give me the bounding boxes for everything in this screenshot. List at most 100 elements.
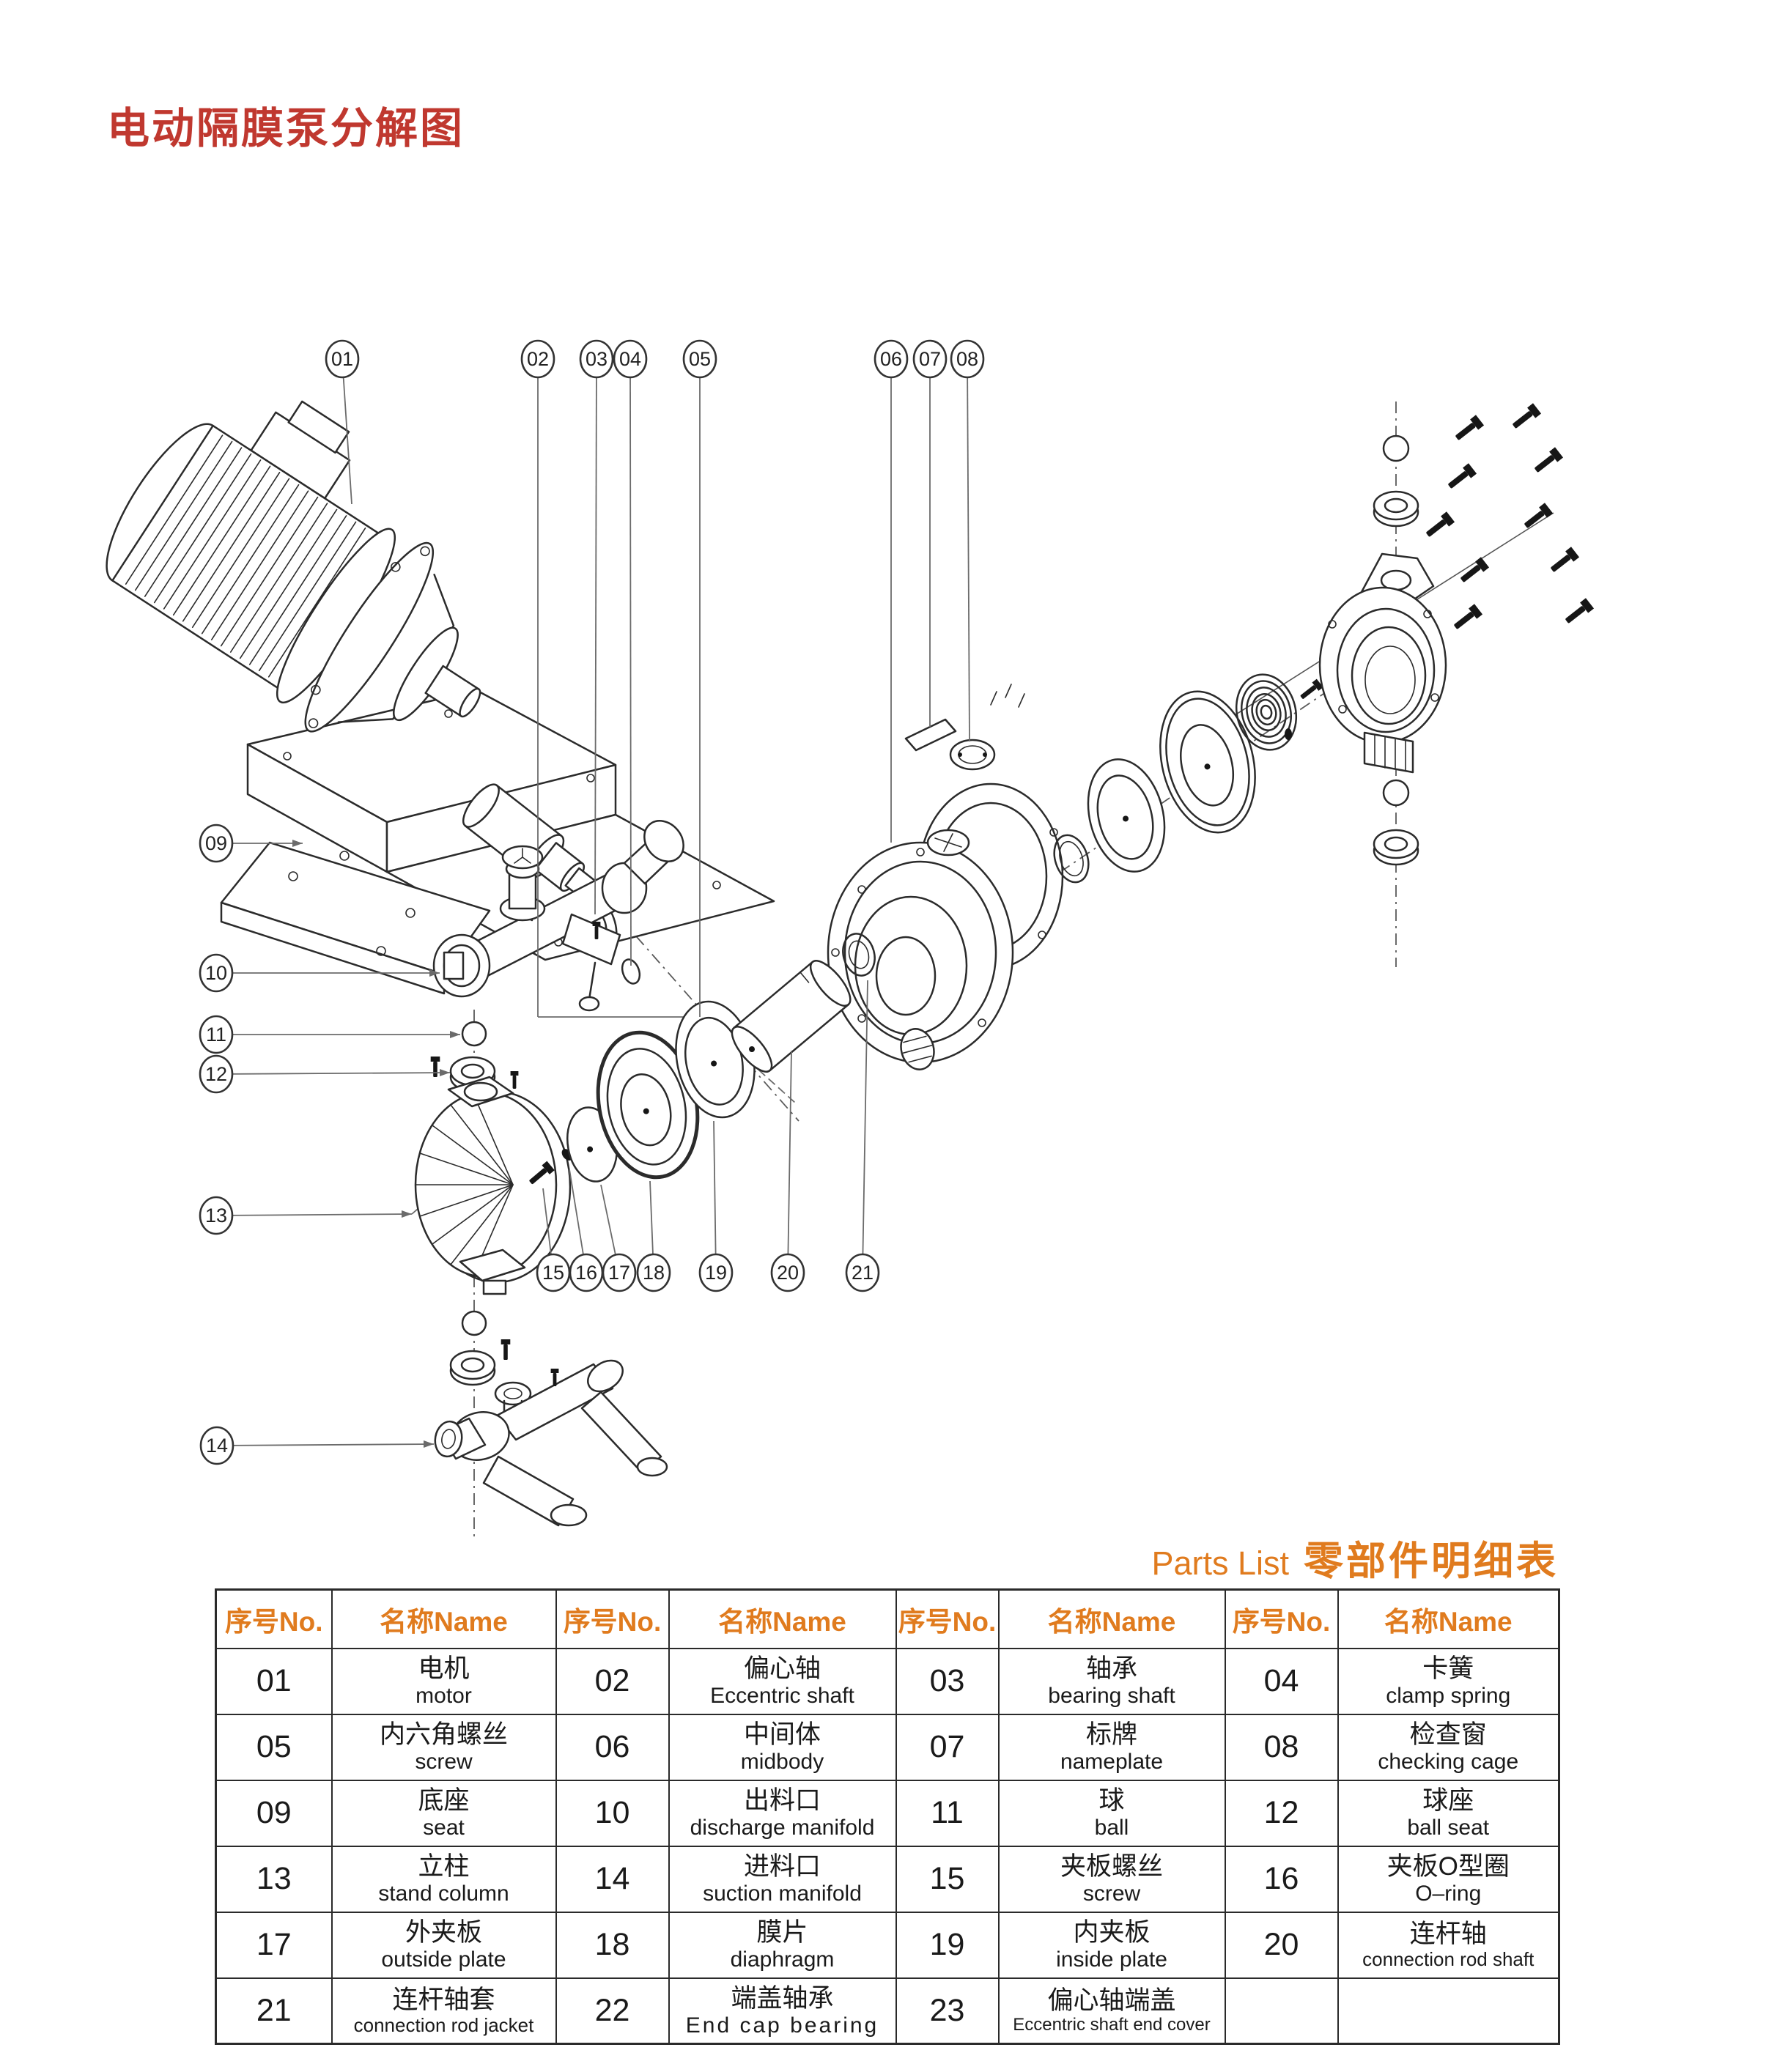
svg-text:10: 10	[205, 962, 227, 984]
col-header-name: 名称Name	[668, 1588, 897, 1649]
bolt-icon	[1455, 415, 1485, 440]
part-name-zh: 外夹板	[405, 1917, 482, 1947]
part-name-zh: 球座	[1422, 1786, 1474, 1815]
part-name-zh: 中间体	[743, 1720, 821, 1749]
callout-20: 20	[770, 1050, 805, 1292]
connection-rod-drawing	[731, 960, 852, 1073]
part-name-zh: 标牌	[1085, 1720, 1137, 1749]
part-name-zh: 偏心轴端盖	[1047, 1986, 1176, 2015]
motor-drawing	[106, 400, 491, 995]
bolt-icon	[1460, 557, 1490, 582]
svg-text:01: 01	[331, 348, 353, 370]
callout-10: 10	[199, 953, 440, 993]
callout-07: 07	[912, 339, 948, 727]
part-no: 23	[895, 1977, 1000, 2045]
col-header-no: 序号No.	[555, 1588, 670, 1649]
callout-17: 17	[600, 1184, 637, 1292]
part-no: 22	[555, 1977, 670, 2045]
part-no: 02	[555, 1647, 670, 1715]
checking-cage-drawing	[949, 684, 1025, 771]
svg-text:15: 15	[542, 1262, 564, 1284]
part-no: 16	[1224, 1845, 1339, 1913]
parts-list-heading-zh: 零部件明细表	[1304, 1539, 1559, 1583]
part-no: 08	[1224, 1713, 1339, 1781]
part-name-zh: 夹板O型圈	[1386, 1851, 1510, 1881]
svg-text:03: 03	[586, 348, 607, 370]
bolt-icon	[1448, 463, 1477, 489]
part-name-zh: 连杆轴套	[392, 1985, 495, 2014]
callout-15: 15	[536, 1188, 571, 1292]
svg-text:14: 14	[206, 1435, 228, 1457]
svg-text:08: 08	[956, 348, 978, 370]
part-no: 06	[555, 1713, 670, 1781]
bolt-icon	[1524, 503, 1554, 528]
part-name-en: outside plate	[381, 1947, 506, 1972]
part-name-en: motor	[416, 1684, 472, 1709]
part-no: 10	[555, 1779, 670, 1847]
part-name-zh: 偏心轴	[743, 1654, 821, 1683]
col-header-no: 序号No.	[215, 1588, 333, 1649]
part-name-en: ball	[1094, 1816, 1129, 1840]
bolt-icon	[1551, 547, 1580, 572]
svg-text:21: 21	[852, 1262, 874, 1284]
col-header-no: 序号No.	[1224, 1588, 1339, 1649]
part-name-en: Eccentric shaft	[710, 1684, 854, 1709]
part-no: 20	[1224, 1911, 1339, 1979]
part-name-zh: 立柱	[418, 1851, 470, 1881]
svg-text:11: 11	[206, 1024, 226, 1046]
callout-16: 16	[569, 1169, 604, 1292]
part-name-zh: 端盖轴承	[731, 1983, 834, 2013]
part-name-en: connection rod jacket	[353, 2014, 534, 2037]
part-name-zh: 内六角螺丝	[379, 1720, 508, 1749]
svg-text:09: 09	[205, 832, 227, 854]
callout-14: 14	[199, 1426, 435, 1465]
svg-text:18: 18	[643, 1262, 665, 1284]
svg-text:17: 17	[608, 1262, 630, 1284]
bolt-icon	[1454, 604, 1483, 629]
col-header-name: 名称Name	[997, 1588, 1226, 1649]
svg-text:07: 07	[919, 348, 941, 370]
part-name-en: Eccentric shaft end cover	[1013, 2015, 1211, 2035]
col-header-no: 序号No.	[895, 1588, 1000, 1649]
part-name-en: midbody	[740, 1750, 824, 1775]
part-name-zh: 球	[1098, 1786, 1125, 1815]
part-name-en: diaphragm	[730, 1947, 835, 1972]
rod-jacket-drawing	[842, 933, 876, 977]
svg-text:05: 05	[689, 348, 711, 370]
part-no: 03	[895, 1647, 1000, 1715]
part-name	[1337, 1977, 1560, 2045]
part-name-en: checking cage	[1378, 1750, 1519, 1775]
clamp-parts-drawing	[529, 933, 876, 1185]
svg-text:06: 06	[880, 348, 902, 370]
parts-list-heading-en: Parts List	[1151, 1544, 1289, 1582]
clamp-screw-icon	[529, 1161, 555, 1185]
part-no: 19	[895, 1911, 1000, 1979]
bolt-icon	[1535, 447, 1564, 473]
part-no: 21	[215, 1977, 333, 2045]
svg-text:16: 16	[575, 1262, 597, 1284]
part-name-zh: 膜片	[756, 1917, 808, 1947]
pump-casing-drawing	[414, 1021, 572, 1386]
part-name-en: connection rod shaft	[1362, 1948, 1535, 1971]
col-header-name: 名称Name	[330, 1588, 557, 1649]
part-name-en: End cap bearing	[685, 2013, 879, 2038]
midbody-drawing	[827, 684, 1064, 1070]
part-name-zh: 进料口	[743, 1851, 821, 1881]
